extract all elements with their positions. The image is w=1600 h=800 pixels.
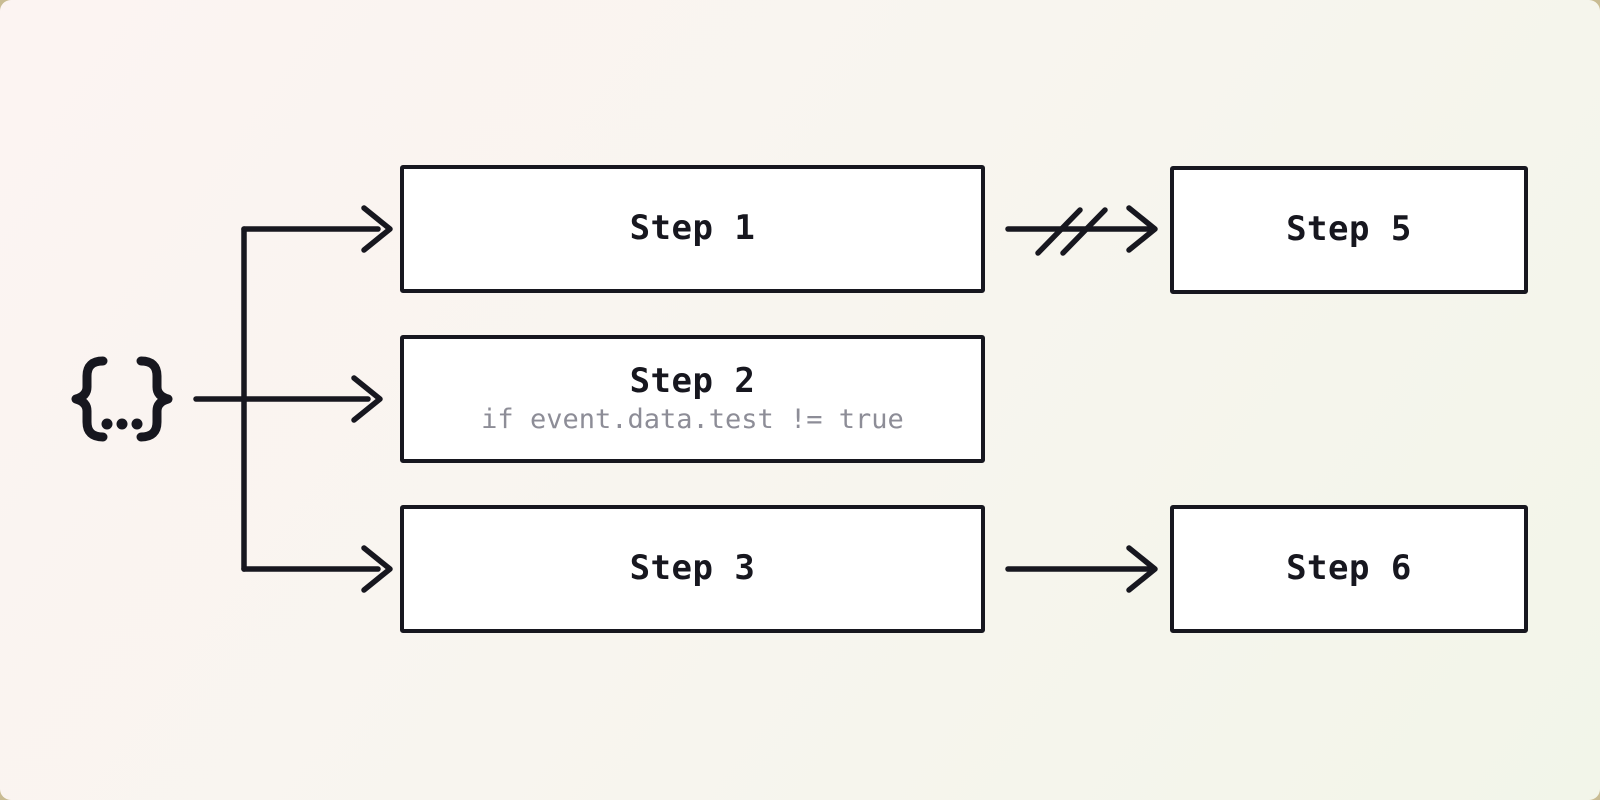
- ellipsis-dot: [101, 418, 113, 430]
- node-condition: if event.data.test != true: [481, 403, 904, 435]
- cancel-slash-icon: [1060, 207, 1108, 256]
- arrowhead-step1: [361, 205, 393, 253]
- arrowhead-step2: [351, 375, 383, 423]
- node-label: Step 1: [629, 208, 756, 249]
- node-label: Step 5: [1286, 209, 1412, 250]
- node-label: Step 3: [629, 548, 756, 589]
- node-label: Step 6: [1286, 548, 1412, 589]
- arrowhead-step6: [1126, 545, 1158, 593]
- braces-ellipsis-icon[interactable]: {...}: [71, 356, 173, 442]
- right-brace: [136, 356, 173, 442]
- node-step-5[interactable]: Step 5: [1170, 166, 1528, 294]
- node-step-2[interactable]: Step 2 if event.data.test != true: [400, 335, 985, 463]
- ellipsis-dot: [131, 418, 143, 430]
- arrowhead-step3: [361, 545, 393, 593]
- node-step-6[interactable]: Step 6: [1170, 505, 1528, 633]
- arrowhead-step5: [1126, 205, 1158, 253]
- ellipsis-dot: [116, 418, 128, 430]
- node-label: Step 2: [629, 360, 756, 401]
- node-step-3[interactable]: Step 3: [400, 505, 985, 633]
- left-brace: [71, 356, 108, 442]
- node-step-1[interactable]: Step 1: [400, 165, 985, 293]
- cancel-slash-icon: [1035, 207, 1083, 256]
